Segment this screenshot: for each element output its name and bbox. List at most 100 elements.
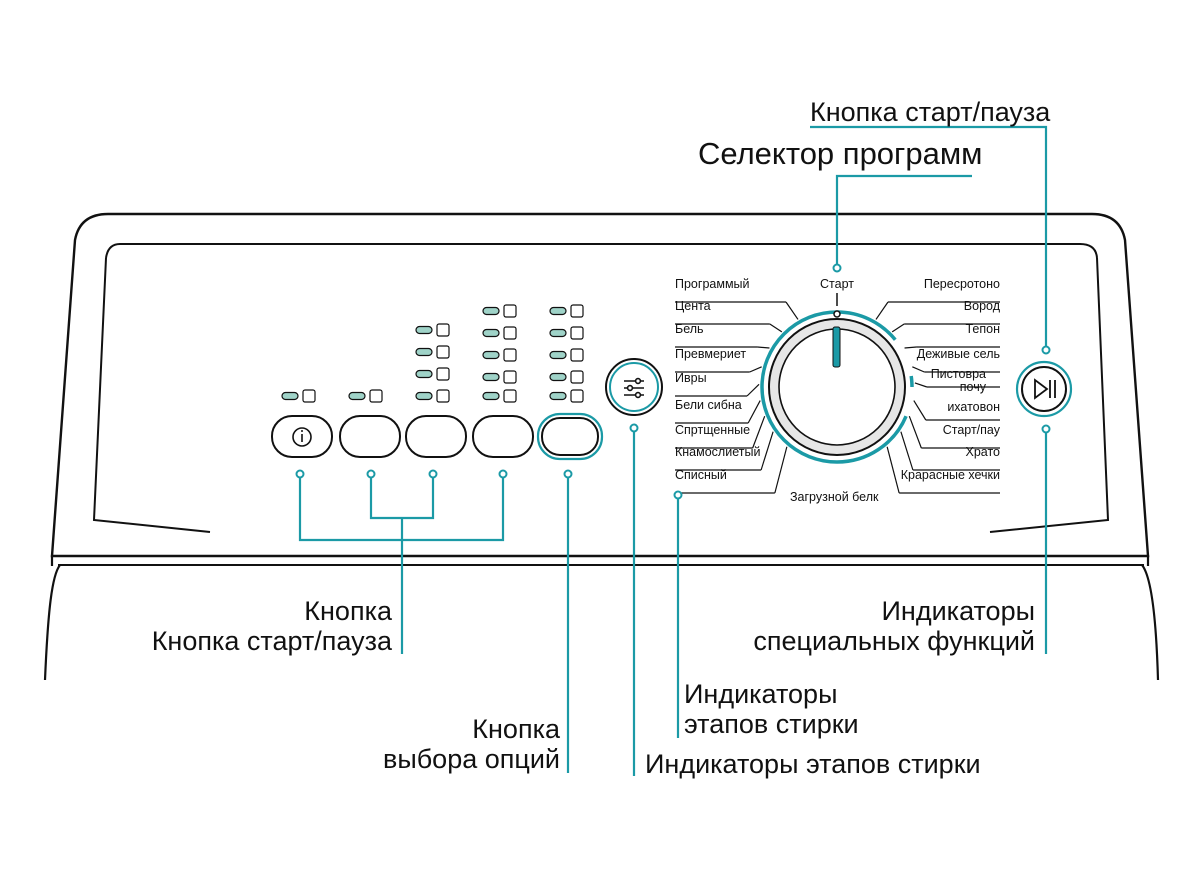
callout-left-button-line1: Кнопка	[304, 596, 392, 626]
callout-wash-stages-line2: этапов стирки	[684, 709, 859, 740]
led-indicators	[281, 304, 584, 403]
function-icon	[436, 389, 450, 403]
program-left-7: Спртщенные	[675, 423, 751, 437]
program-right-9: Храто	[965, 445, 1000, 459]
options-knob[interactable]	[605, 358, 663, 416]
function-icon	[570, 389, 584, 403]
led-indicator	[482, 372, 500, 382]
led-indicator	[415, 391, 433, 401]
program-left-2: Цента	[675, 299, 711, 313]
dial-leader-line	[913, 400, 927, 421]
function-icon	[503, 370, 517, 384]
led-indicator	[549, 372, 567, 382]
sliders-icon	[624, 377, 644, 399]
dial-bottom-label: Загрузной белк	[790, 490, 879, 504]
program-left-1: Программый	[675, 277, 750, 291]
callout-special-functions: Индикаторы специальных функций	[753, 596, 1035, 656]
led-indicator	[549, 328, 567, 338]
callout-options-line1: Кнопка	[472, 714, 560, 744]
function-icon	[570, 326, 584, 340]
start-pause-button[interactable]	[1015, 360, 1073, 418]
dial-leader-line	[891, 323, 905, 333]
led-indicator	[482, 306, 500, 316]
dial-leader-line	[760, 431, 774, 471]
dial-leader-line	[746, 383, 760, 397]
led-indicator	[482, 350, 500, 360]
program-right-10: Крарасные хечки	[900, 468, 1000, 482]
function-icon	[503, 389, 517, 403]
program-dial[interactable]	[760, 293, 914, 464]
callout-wash-stages-line1: Индикаторы	[684, 679, 838, 709]
program-right-5: Пистовра	[930, 367, 986, 381]
callout-options-line2: выбора опций	[382, 744, 560, 775]
function-icon	[436, 345, 450, 359]
function-icon	[503, 304, 517, 318]
dial-leader-lines	[675, 301, 1000, 494]
dial-leader-line	[769, 323, 783, 333]
callout-left-button: Кнопка Кнопка старт/пауза	[152, 596, 392, 656]
program-right-4: Деживые сель	[916, 347, 1000, 361]
program-right-7: ихатовон	[947, 400, 1000, 414]
program-left-3: Бель	[675, 322, 704, 336]
program-right-3: Тепон	[965, 322, 1000, 336]
callout-options: Кнопка выбора опций	[383, 714, 560, 774]
play-pause-icon	[1034, 378, 1056, 400]
option-button-4[interactable]	[472, 415, 534, 458]
callout-wash-stages-bottom: Индикаторы этапов стирки	[645, 749, 981, 779]
function-icon	[436, 367, 450, 381]
callout-left-button-line2: Кнопка старт/пауза	[151, 626, 392, 657]
program-left-8: Кнамослиетый	[675, 445, 761, 459]
program-right-1: Пересротоно	[923, 277, 1000, 291]
program-left-5: Ивры	[675, 371, 707, 385]
dial-start-label: Старт	[820, 277, 854, 291]
option-button-3[interactable]	[405, 415, 467, 458]
dial-leader-line	[886, 446, 900, 494]
info-icon	[292, 427, 312, 447]
start-pause-main-button[interactable]	[536, 412, 604, 461]
led-indicator	[482, 391, 500, 401]
callout-special-functions-line2: специальных функций	[753, 626, 1035, 657]
function-icon	[369, 389, 383, 403]
dial-leader-line	[785, 301, 799, 320]
led-indicator	[482, 328, 500, 338]
program-right-8: Старт/пау	[942, 423, 1000, 437]
dial-leader-line	[908, 416, 922, 449]
led-indicator	[281, 391, 299, 401]
option-button-2[interactable]	[339, 415, 401, 458]
function-icon	[570, 304, 584, 318]
callout-wash-stages: Индикаторы этапов стирки	[684, 679, 859, 739]
dial-leader-line	[749, 366, 762, 373]
callout-special-functions-line1: Индикаторы	[881, 596, 1035, 626]
program-right-2: Вород	[963, 299, 1000, 313]
control-panel	[50, 212, 1150, 558]
dial-leader-line	[904, 346, 917, 349]
dial-leader-line	[747, 400, 761, 424]
dial-leader-line	[752, 416, 766, 449]
dial-leader-line	[912, 366, 925, 373]
led-indicator	[348, 391, 366, 401]
led-indicator	[415, 369, 433, 379]
dial-leader-line	[757, 346, 770, 349]
program-left-4: Превмериет	[675, 347, 747, 361]
led-indicator	[549, 306, 567, 316]
function-icon	[570, 348, 584, 362]
function-icon	[436, 323, 450, 337]
led-indicator	[549, 350, 567, 360]
led-indicator	[415, 325, 433, 335]
program-left-9: Списный	[675, 468, 727, 482]
function-icon	[503, 348, 517, 362]
function-icon	[570, 370, 584, 384]
led-indicator	[549, 391, 567, 401]
program-left-6: Бели сибна	[675, 398, 742, 412]
dial-leader-line	[774, 446, 788, 494]
program-right-6: почу	[959, 380, 986, 394]
led-indicator	[415, 347, 433, 357]
callout-dots	[295, 263, 1051, 500]
dial-leader-line	[900, 431, 914, 471]
function-icon	[503, 326, 517, 340]
dial-leader-line	[914, 382, 928, 388]
callout-start-pause-top: Кнопка старт/пауза	[810, 97, 1051, 127]
callout-lines	[298, 125, 1048, 776]
callout-program-selector: Селектор программ	[698, 136, 983, 171]
function-icon	[302, 389, 316, 403]
